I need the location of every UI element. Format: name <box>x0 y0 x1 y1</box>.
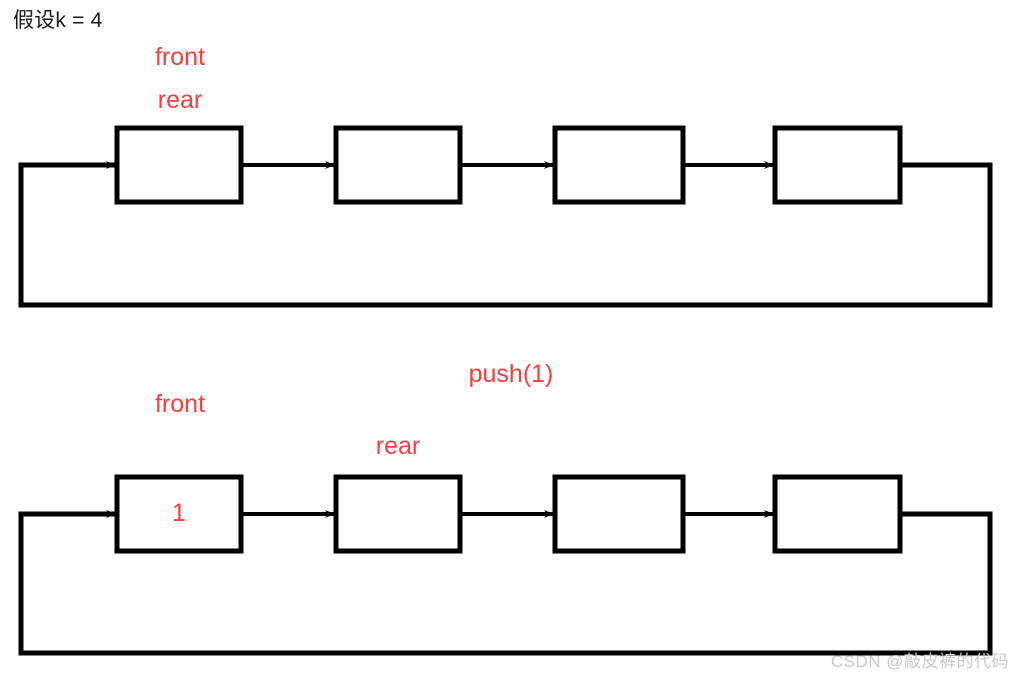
diagram-1-graphics <box>18 125 993 308</box>
label-front-diagram-2: front <box>154 390 206 418</box>
label-push-operation: push(1) <box>468 360 554 388</box>
label-rear-diagram-1: rear <box>157 86 203 114</box>
queue-cell-0-value: 1 <box>172 499 186 527</box>
queue-cell-2 <box>552 474 686 554</box>
watermark: CSDN @敲皮裤的代码 <box>830 652 1009 671</box>
circular-wrap-arrow <box>18 161 993 308</box>
queue-cell-1 <box>333 474 463 554</box>
label-front-diagram-1: front <box>154 43 206 71</box>
page-title: 假设k = 4 <box>13 9 103 32</box>
queue-cell-1 <box>333 125 463 205</box>
queue-cell-3 <box>772 474 903 554</box>
label-rear-diagram-2: rear <box>375 432 421 460</box>
circular-wrap-arrow <box>18 510 993 656</box>
